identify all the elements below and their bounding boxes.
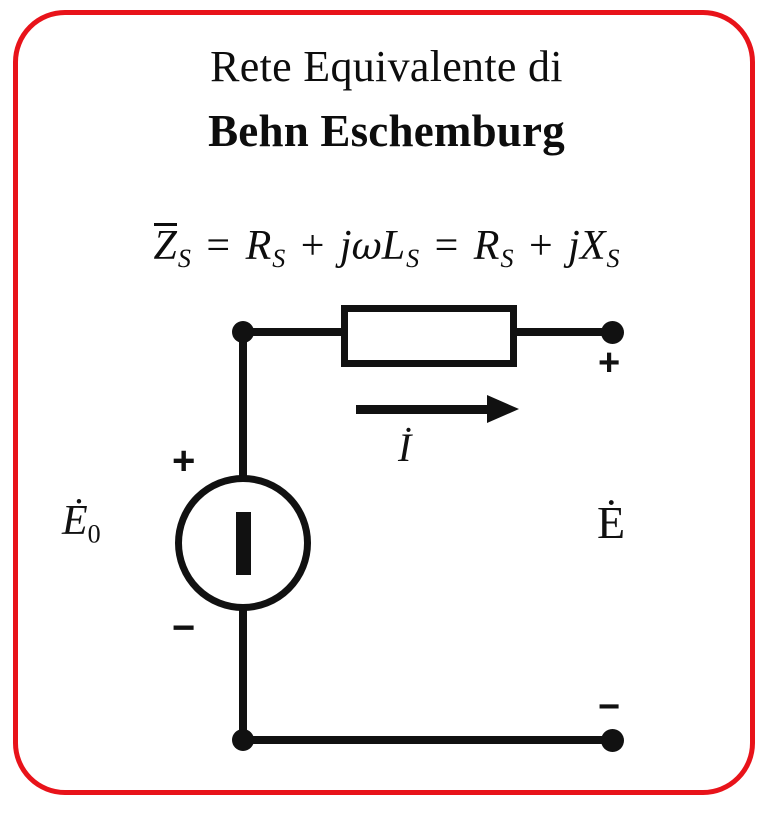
source-voltage-symbol: Ė [62,498,88,544]
voltage-source-bar-icon [236,512,251,575]
source-voltage-subscript: 0 [87,519,101,549]
wire-top-left [243,328,343,336]
formula-equals-1: = [206,223,231,269]
formula-plus-1: + [300,223,325,269]
formula-omega: ω [351,225,382,268]
current-arrow-head-icon [487,395,519,423]
series-impedance-box [341,305,517,367]
source-voltage-label: Ė0 [62,500,101,547]
formula-impedance-symbol: Z [153,223,177,269]
current-arrow-shaft [356,405,491,414]
formula-resistance-subscript-2: S [500,243,514,273]
terminal-minus-sign: − [598,686,621,728]
formula-inductance-subscript: S [406,243,420,273]
junction-node-bottom-left [232,729,254,751]
voltage-source-circle [175,475,311,611]
wire-top-right [515,328,614,336]
formula-j-1: j [339,223,352,269]
current-label: İ [398,425,412,470]
formula-impedance-subscript: S [177,243,191,273]
formula-reactance-subscript: S [606,243,620,273]
source-plus-sign: + [172,439,196,483]
terminal-node-top-right [601,321,624,344]
formula-equals-2: = [434,223,459,269]
terminal-plus-sign: + [598,342,621,384]
formula-inductance-symbol: L [381,223,406,269]
formula-plus-2: + [528,223,553,269]
wire-left-upper [239,330,247,479]
figure-title-line-2: Behn Eschemburg [208,106,565,156]
figure-title-line-1: Rete Equivalente di [210,42,563,91]
formula-resistance-symbol-2: R [473,223,500,269]
junction-node-top-left [232,321,254,343]
source-minus-sign: − [172,606,196,650]
terminal-node-bottom-right [601,729,624,752]
output-voltage-label: Ė [597,497,626,548]
formula-resistance-symbol: R [245,223,272,269]
red-rounded-border [13,10,755,795]
formula-resistance-subscript: S [272,243,286,273]
wire-left-lower [239,607,247,742]
formula-j-2: j [568,223,580,269]
formula-reactance-symbol: X [579,223,606,269]
impedance-formula: ZS = RS + jωLS = RS + jXS [0,222,773,274]
wire-bottom [243,736,614,744]
